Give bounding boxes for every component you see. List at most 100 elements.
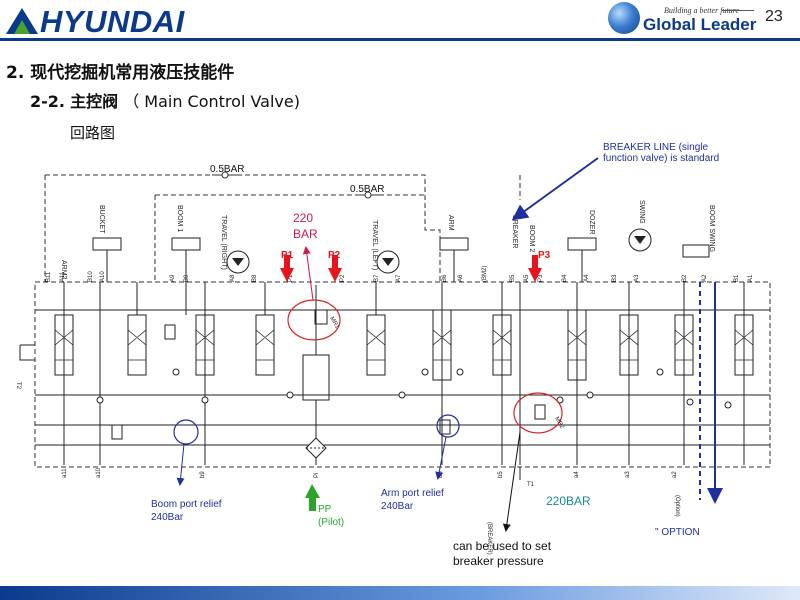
port-a2: A2 xyxy=(702,274,708,282)
mr2-label: MR2 xyxy=(553,416,565,431)
page-number: 23 xyxy=(765,8,783,25)
pilot-arrow xyxy=(305,484,320,511)
pump-p1-label: P1 xyxy=(281,250,294,261)
breaker-note-leader xyxy=(502,431,521,532)
function-label-boom-swing: BOOM SWING xyxy=(708,205,715,252)
port-b1: B1 xyxy=(734,274,740,282)
port-b5-bottom: b5 xyxy=(498,471,504,478)
main-relief-unit: BAR xyxy=(293,227,318,241)
port-b4: B4 xyxy=(562,274,568,282)
port-pi-bottom: Pi xyxy=(314,473,320,478)
port-a8: A8 xyxy=(230,274,236,282)
function-label-dozer: DOZER xyxy=(588,210,595,235)
port-b6: B6 xyxy=(442,274,448,282)
port-bm2: (BM2) xyxy=(482,266,488,282)
breaker-note-line-2: breaker pressure xyxy=(453,554,544,568)
breaker-relief-highlight xyxy=(513,392,563,434)
arm-port-relief-value: 240Bar xyxy=(381,501,414,512)
main-relief-value: 220 xyxy=(293,211,313,225)
slogan: Global Leader xyxy=(643,15,757,34)
function-label-arm: ARM xyxy=(447,215,454,231)
brand-logo-text: HYUNDAI xyxy=(40,4,185,39)
breaker-line-note: BREAKER LINE (single function valve) is … xyxy=(603,142,720,164)
relief-top-2-label: 0.5BAR xyxy=(350,184,384,195)
option-label: " OPTION xyxy=(655,527,700,538)
check-valve-top-1 xyxy=(212,171,238,179)
breaker-note-line-1: can be used to set xyxy=(453,539,552,553)
boom-port-relief-highlight xyxy=(173,419,199,445)
port-b2: B2 xyxy=(682,274,688,282)
boom1-cylinder xyxy=(171,237,201,251)
boom-port-relief-leader xyxy=(176,443,185,486)
function-label-arm2: ARM2 xyxy=(60,260,67,280)
port-a7: A7 xyxy=(396,274,402,282)
port-option-bottom: (Option) xyxy=(674,495,680,517)
boom-port-relief-label: Boom port relief xyxy=(151,499,222,510)
relief-top-1-label: 0.5BAR xyxy=(210,164,244,175)
boom-swing-cylinder xyxy=(682,244,710,258)
function-label-breaker: BREAKER xyxy=(511,215,518,248)
footer-bar xyxy=(0,586,800,600)
port-a11-bottom: a11 xyxy=(62,468,68,478)
breaker-pressure-value: 220BAR xyxy=(546,494,591,508)
header-divider xyxy=(0,38,800,41)
bucket-cylinder xyxy=(92,237,122,251)
section-title: 2. 现代挖掘机常用液压技能件 xyxy=(6,63,235,83)
port-b9-bottom: b9 xyxy=(200,471,206,478)
port-b8: B8 xyxy=(252,274,258,282)
port-breaker-bottom: (BREAKER) xyxy=(486,522,492,555)
subsection-number: 2-2. xyxy=(30,92,65,111)
function-label-boom1: BOOM 1 xyxy=(176,205,183,232)
boom-port-relief-value: 240Bar xyxy=(151,512,184,523)
port-a5: A5 xyxy=(524,274,530,282)
pump-p3-label: P3 xyxy=(538,250,551,261)
pilot-label: PP xyxy=(318,504,332,515)
spool-travel-right xyxy=(255,314,275,376)
dozer-cylinder xyxy=(567,237,597,251)
port-t2: T2 xyxy=(15,382,21,390)
arm-cylinder xyxy=(439,237,469,251)
subsection-cn: 主控阀 xyxy=(70,92,119,111)
main-relief-highlight xyxy=(287,299,341,341)
pump-p2-label: P2 xyxy=(328,250,341,261)
port-a4-bottom: a4 xyxy=(574,471,580,478)
tagline-rule xyxy=(722,10,754,11)
check-valve-top-2 xyxy=(355,191,381,199)
port-b10: B10 xyxy=(88,271,94,282)
pump-arrows xyxy=(280,255,542,282)
tagline: Building a better future xyxy=(664,6,740,15)
function-label-swing: SWING xyxy=(638,200,645,224)
function-label-bucket: BUCKET xyxy=(98,205,105,234)
port-b9: B9 xyxy=(184,274,190,282)
port-a11: A11 xyxy=(60,271,66,282)
port-p3: P3 xyxy=(538,274,544,282)
subsection-en: （ Main Control Valve) xyxy=(123,92,300,111)
port-a4: A4 xyxy=(584,274,590,282)
port-a6: A6 xyxy=(458,274,464,282)
subsection-title: 2-2. 主控阀 （ Main Control Valve) xyxy=(30,88,300,112)
drain-line-arm xyxy=(424,195,441,282)
function-label-boom2: BOOM 2 xyxy=(528,225,535,252)
port-b5: B5 xyxy=(510,274,516,282)
port-t1: T1 xyxy=(527,482,535,488)
port-p2: P2 xyxy=(340,274,346,282)
port-a3-bottom: a3 xyxy=(625,471,631,478)
spool-stack xyxy=(54,309,754,401)
function-label-travel-right: TRAVEL (RIGHT) xyxy=(220,215,227,270)
arm-port-relief-leader xyxy=(435,436,447,480)
port-a3: A3 xyxy=(634,274,640,282)
drain-line xyxy=(44,174,426,282)
arm-port-relief-highlight xyxy=(436,414,460,438)
port-a1: A1 xyxy=(748,274,754,282)
valve-housing-outline xyxy=(34,281,771,468)
main-galleries xyxy=(19,282,770,465)
pilot-filter xyxy=(305,437,327,459)
port-b11: B11 xyxy=(46,271,52,282)
circuit-diagram-label: 回路图 xyxy=(70,124,116,142)
spool-bucket xyxy=(127,314,147,376)
port-a10: A10 xyxy=(100,271,106,282)
breaker-line-arrow xyxy=(511,157,599,221)
function-label-travel-left: TRAVEL (LEFT) xyxy=(371,220,378,270)
port-p1: P1 xyxy=(288,274,294,282)
